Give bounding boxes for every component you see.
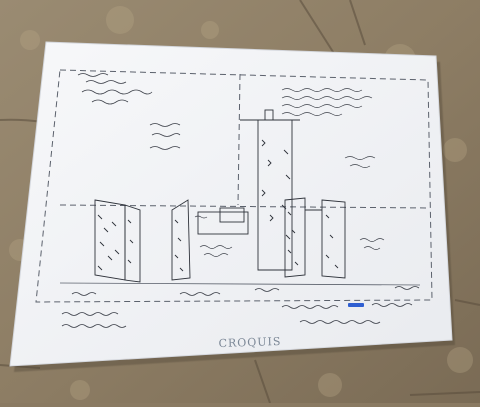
frame-footer-scribbles (71, 286, 420, 296)
notes-scribbles (281, 88, 376, 168)
middle-block (171, 199, 249, 281)
sheet-footer-scribbles (61, 303, 413, 328)
paper-sheet (9, 41, 453, 367)
central-column (240, 109, 300, 271)
left-block (94, 199, 141, 283)
drawing-frame (35, 69, 433, 303)
title-block-scribbles (77, 73, 181, 150)
blue-ink-mark (348, 303, 364, 307)
ground-line (59, 282, 421, 286)
right-blocks (284, 197, 346, 279)
drawing-labels (194, 215, 385, 257)
